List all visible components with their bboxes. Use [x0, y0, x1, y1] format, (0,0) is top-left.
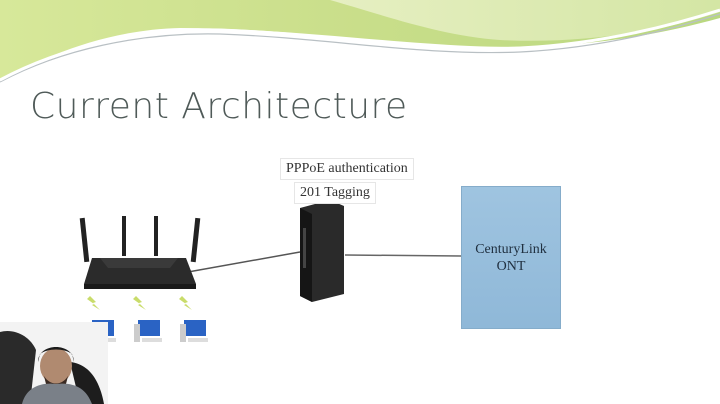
modem-ont-link: [344, 254, 462, 257]
wireless-router-icon: [79, 216, 201, 289]
ont-line2: ONT: [496, 258, 526, 274]
ont-box: CenturyLink ONT: [461, 186, 561, 329]
header-wave-banner: [0, 0, 720, 83]
computer-icon: [179, 296, 208, 342]
slide-title: Current Architecture: [30, 86, 408, 127]
ont-line1: CenturyLink: [475, 241, 547, 257]
router-modem-link: [187, 251, 301, 273]
tagging-label: 201 Tagging: [294, 182, 376, 204]
presenter-webcam: [0, 322, 108, 404]
modem-icon: [300, 200, 344, 302]
pppoe-label: PPPoE authentication: [280, 158, 414, 180]
computer-icon: [133, 296, 162, 342]
